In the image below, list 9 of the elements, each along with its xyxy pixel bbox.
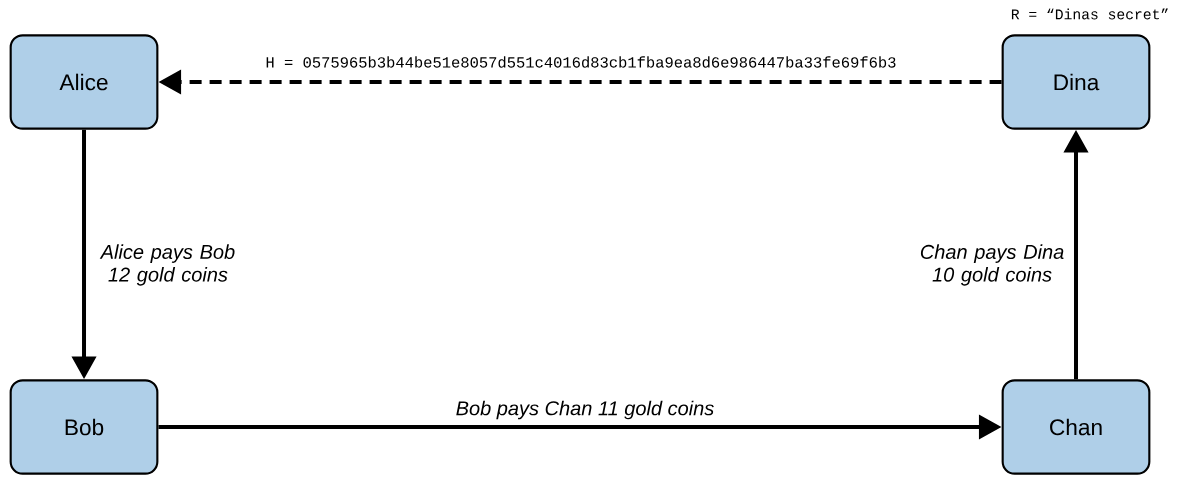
edge-label: H = 0575965b3b44be51e8057d551c4016d83cb1fba9ea8d6e986447ba33fe69f6b3 (262, 53, 900, 71)
person-box: Bob (9, 379, 159, 475)
secret-label: R = “Dinas secret” (1011, 8, 1168, 20)
edge-label: Bob pays Chan 11 gold coins (453, 398, 717, 422)
person-box: Dina (1001, 34, 1151, 130)
edge-label: Chan pays Dina 10 gold coins (914, 241, 1070, 289)
person-box: Chan (1001, 379, 1151, 475)
edge-label: Alice pays Bob 12 gold coins (90, 241, 246, 289)
person-box: Alice (9, 34, 159, 130)
